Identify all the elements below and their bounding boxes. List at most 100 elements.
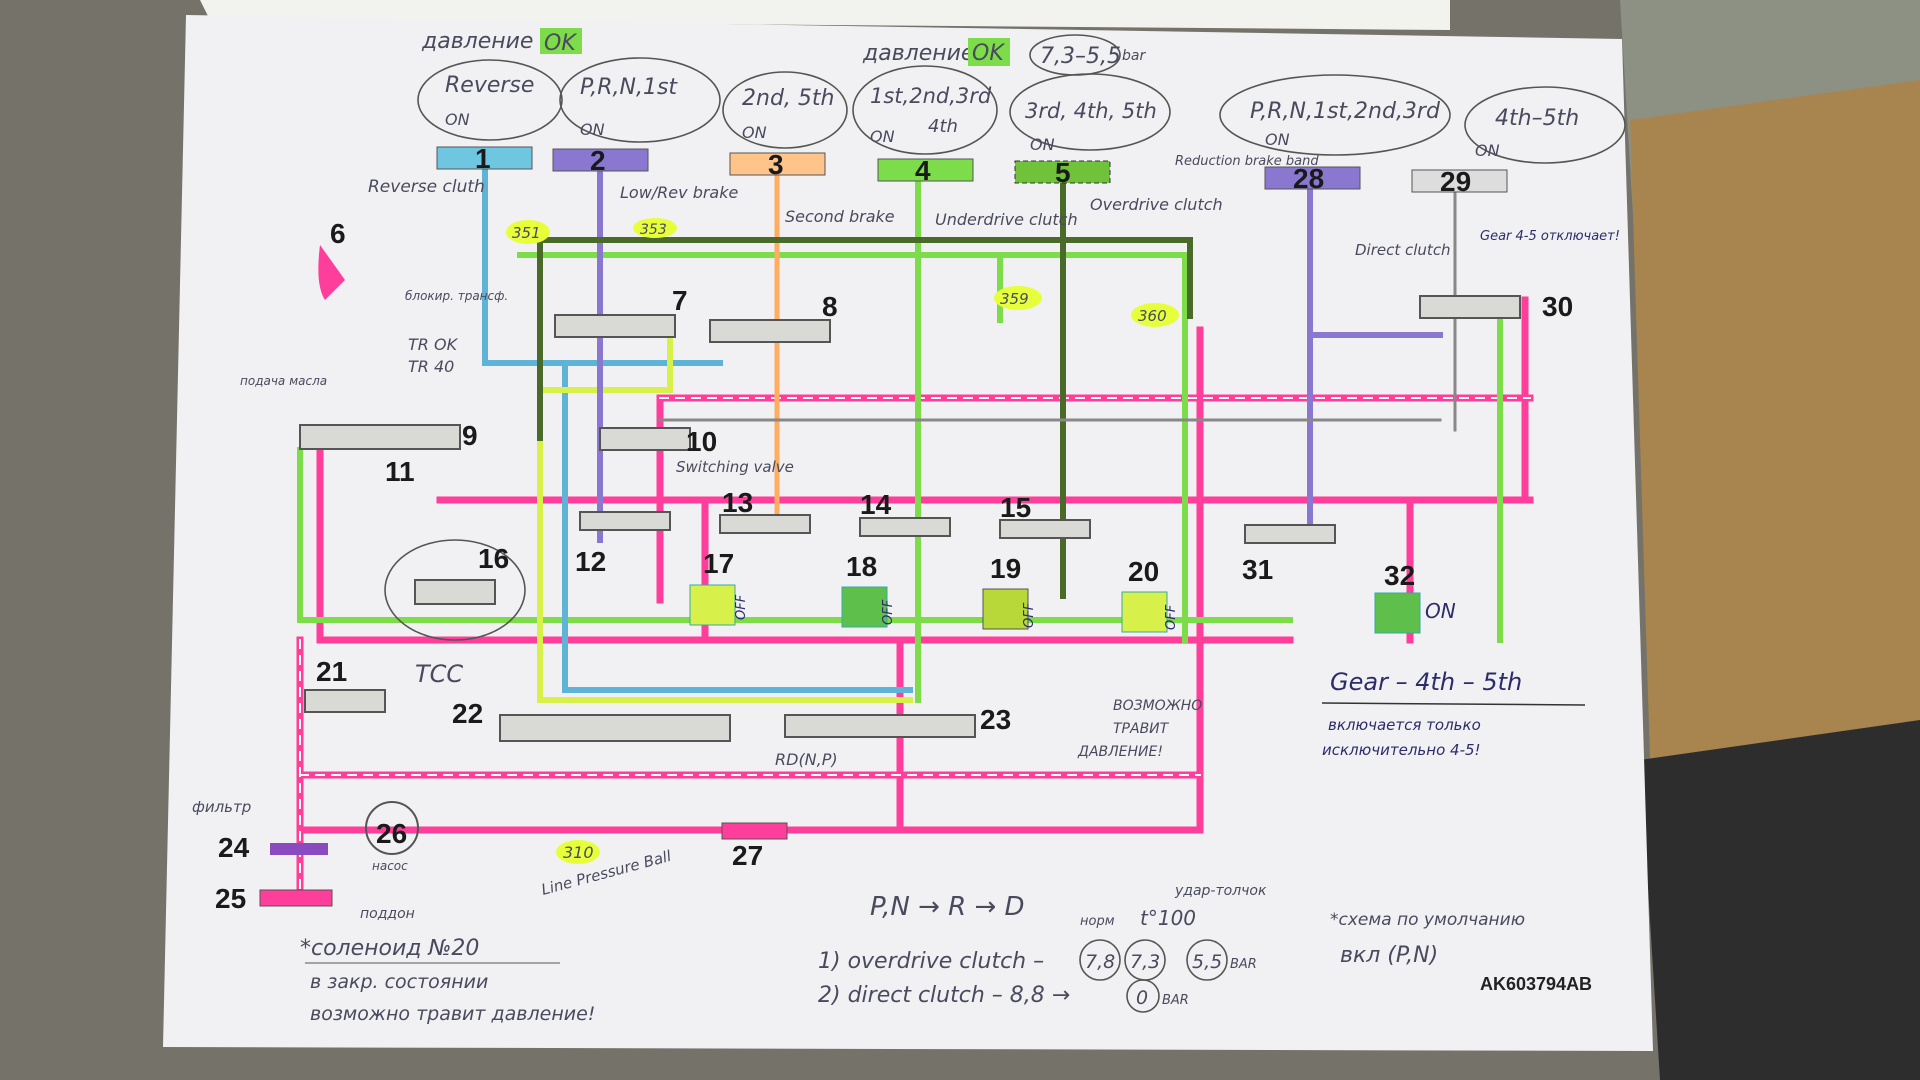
label-direct-clutch: Direct clutch [1355, 241, 1451, 259]
label-underdrive-clutch: Underdrive clutch [935, 210, 1078, 229]
component-6 [318, 245, 345, 300]
label-on: ON [1425, 599, 1456, 623]
component-number: 23 [980, 704, 1011, 735]
label-reverse-clutch: Reverse cluth [368, 177, 485, 197]
note-solenoid-line2: возможно травит давление! [310, 1003, 595, 1025]
component-number: 2 [590, 145, 606, 176]
pressure-range: 7,3–5,5 [1040, 44, 1121, 69]
bubble-text: 2nd, 5th [742, 86, 834, 111]
label-bleeds-warning: ДАВЛЕНИЕ! [1077, 744, 1163, 760]
bubble-state: ON [580, 120, 605, 139]
note-temp: t°100 [1140, 906, 1196, 930]
clutch-boxes: 1 2 3 4 5 28 29 [436, 143, 1508, 197]
pan-symbol [259, 889, 333, 907]
bar-unit: bar [1122, 48, 1146, 64]
note-direct-value: 0 [1136, 987, 1148, 1009]
label-second-brake: Second brake [785, 207, 895, 226]
note-shock: удар-толчок [1174, 883, 1267, 899]
component-number: 27 [732, 840, 763, 871]
pressure-label-2: давление [862, 41, 974, 66]
note-default-scheme-2: вкл (P,N) [1340, 943, 1438, 968]
state-bubbles: Reverse ON P,R,N,1st ON 2nd, 5th ON 1st,… [417, 57, 1626, 164]
code-351: 351 [512, 224, 541, 242]
bubble-state: ON [742, 123, 767, 142]
note-solenoid-line1: в закр. состоянии [310, 971, 488, 993]
bubble-state: ON [445, 110, 470, 129]
label-tr-ok: TR OK [408, 335, 459, 354]
component-number: 22 [452, 698, 483, 729]
note-norm: норм [1080, 914, 1115, 929]
label-overdrive-clutch: Overdrive clutch [1090, 195, 1223, 214]
note-default-scheme: *схема по умолчанию [1330, 910, 1525, 930]
note-od-value: 5,5 [1192, 951, 1222, 973]
code-310: 310 [563, 843, 594, 862]
pump-symbol [365, 801, 419, 855]
code-359: 359 [1000, 290, 1029, 308]
component-number: 21 [316, 656, 347, 687]
ok-label-1: OK [544, 31, 577, 56]
tool-case [1640, 720, 1920, 1080]
filter-symbol [270, 843, 328, 855]
label-rdnp: RD(N,P) [775, 750, 838, 769]
label-off: OFF [1164, 604, 1179, 630]
component-numbers: 6 7 8 9 10 11 12 13 14 15 16 17 18 19 20… [215, 218, 1573, 914]
component-number: 24 [218, 832, 250, 863]
note-direct-clutch: 2) direct clutch – 8,8 → [818, 983, 1070, 1008]
note-solenoid-title: *соленоид №20 [300, 936, 479, 961]
component-number: 25 [215, 883, 246, 914]
note-od-value: 7,8 [1085, 951, 1115, 973]
note-gear-line1: включается только [1328, 716, 1481, 734]
component-number: 15 [1000, 492, 1031, 523]
bubble-state: ON [1030, 135, 1055, 154]
label-low-rev-brake: Low/Rev brake [620, 183, 739, 202]
bubble-text: 4th–5th [1495, 106, 1579, 131]
label-gear-off: Gear 4-5 отключает! [1480, 229, 1620, 244]
solenoid-17 [689, 584, 736, 626]
component-number: 26 [376, 818, 407, 849]
label-off: OFF [734, 594, 749, 620]
component-number: 30 [1542, 291, 1573, 322]
note-od-value: 7,3 [1130, 951, 1160, 973]
label-off: OFF [1022, 602, 1037, 628]
label-torque-lock: блокир. трансф. [405, 289, 508, 303]
component-number: 1 [475, 143, 491, 174]
component-number: 32 [1384, 560, 1415, 591]
solenoid-32 [1374, 592, 1421, 634]
bubble-text: P,R,N,1st [580, 75, 678, 100]
bubble-state: ON [870, 127, 895, 146]
component-number: 17 [703, 548, 734, 579]
label-bleeds-warning: ТРАВИТ [1113, 721, 1170, 737]
component-number: 8 [822, 291, 838, 322]
ok-label-2: OK [972, 41, 1005, 66]
note-shift-sequence: P,N → R → D [870, 892, 1025, 922]
label-tr-40: TR 40 [408, 357, 454, 376]
code-360: 360 [1138, 307, 1167, 325]
note-od-clutch: 1) overdrive clutch – [818, 949, 1044, 974]
bubble-state: ON [1475, 141, 1500, 160]
bubble-state: ON [1265, 130, 1290, 149]
component-number: 10 [686, 426, 717, 457]
note-gear-line2: исключительно 4-5! [1322, 741, 1481, 759]
bubble-text: 3rd, 4th, 5th [1025, 99, 1157, 123]
component-number: 9 [462, 420, 478, 451]
component-number: 3 [768, 149, 784, 180]
component-number: 20 [1128, 556, 1159, 587]
label-off: OFF [881, 599, 896, 625]
hydraulic-lines [296, 157, 1534, 894]
component-number: 16 [478, 543, 509, 574]
part-code: AK603794AB [1480, 974, 1592, 994]
label-filter: фильтр [192, 798, 251, 816]
code-353: 353 [640, 222, 667, 238]
component-number: 4 [915, 155, 931, 186]
component-number: 7 [672, 285, 688, 316]
label-reduction-brake-band: Reduction brake band [1175, 154, 1319, 169]
component-number: 14 [860, 489, 892, 520]
label-tcc: TCC [415, 660, 463, 688]
bubble-text: Reverse [445, 73, 534, 98]
component-number: 5 [1055, 157, 1071, 188]
component-number: 29 [1440, 166, 1471, 197]
component-number: 19 [990, 553, 1021, 584]
component-number: 12 [575, 546, 606, 577]
component-number: 6 [330, 218, 346, 249]
